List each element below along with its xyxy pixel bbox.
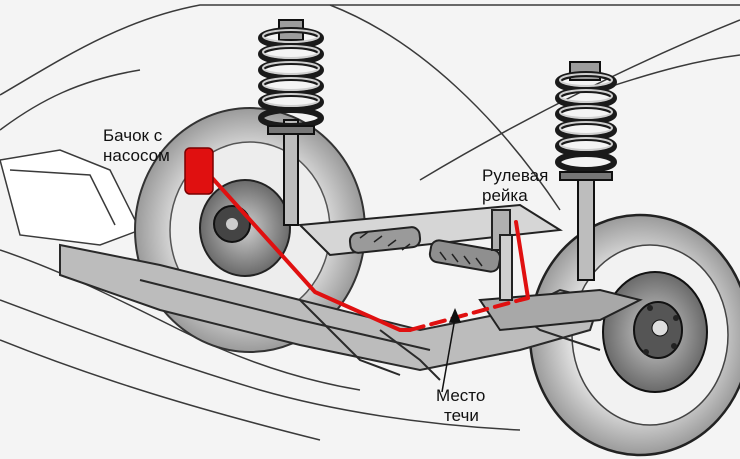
left-strut (258, 19, 324, 226)
reservoir-label: Бачок с насосом (103, 126, 170, 166)
reservoir-with-pump (184, 147, 214, 195)
reservoir-label-line1: Бачок с (103, 126, 163, 145)
steering-rack-label-line2: рейка (482, 186, 528, 205)
steering-rack-label: Рулевая рейка (482, 166, 548, 206)
steering-rack (297, 203, 563, 273)
hydraulic-line (203, 168, 530, 332)
right-wheel (528, 213, 740, 457)
car-body-outline (0, 4, 740, 441)
leak-point-label-line2: течи (444, 406, 479, 425)
steering-rack-label-line1: Рулевая (482, 166, 549, 185)
right-strut (555, 61, 617, 281)
reservoir-label-line2: насосом (103, 146, 170, 165)
leak-point-label-line1: Место (436, 386, 486, 405)
leak-point-label: Место течи (436, 386, 485, 426)
leak-pointer (441, 308, 462, 393)
